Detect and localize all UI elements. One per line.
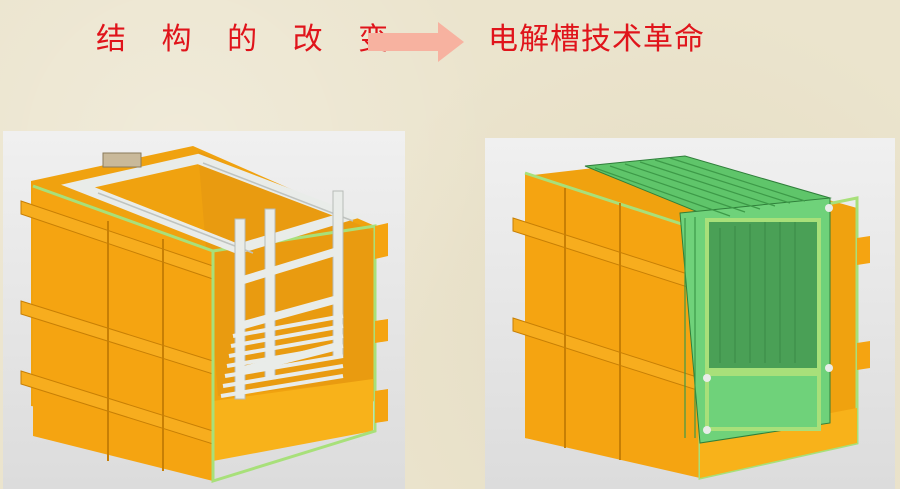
title-structure-change: 结 构 的 改 变 <box>96 22 402 57</box>
title-cell-tech-revolution: 电解槽技术革命 <box>488 22 705 57</box>
right-arrow-icon <box>368 22 464 62</box>
tank-with-plates-image <box>485 138 895 489</box>
tank-with-frame-image <box>3 131 405 489</box>
